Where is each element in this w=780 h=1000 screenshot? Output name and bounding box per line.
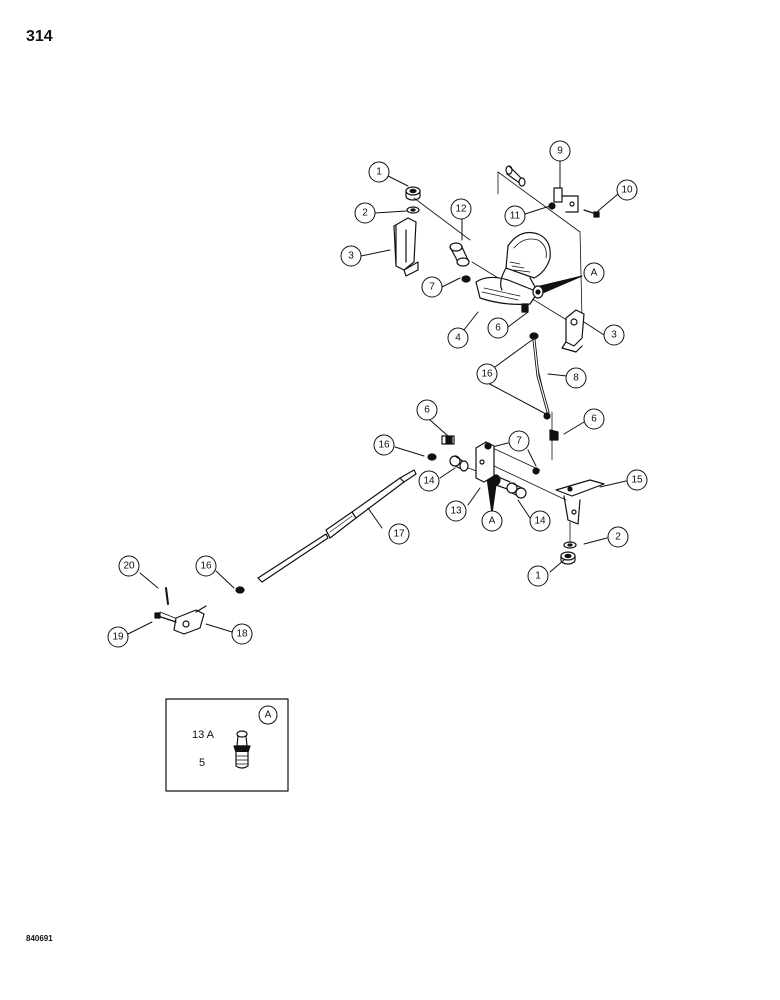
bushing-12	[449, 242, 470, 267]
callout-6: 6	[591, 414, 597, 425]
callout-13: 13	[450, 506, 462, 517]
figure-code: 840691	[26, 934, 53, 943]
callout-circles	[107, 140, 648, 648]
nut-7-lower	[532, 467, 540, 475]
bolt-10	[583, 209, 600, 218]
bracket-left	[393, 217, 419, 277]
callout-16: 16	[378, 440, 390, 451]
inset-quantity: 5	[199, 757, 205, 769]
nut-11	[548, 202, 556, 210]
callout-6: 6	[424, 405, 430, 416]
inset-box	[165, 698, 289, 792]
nut-16-left	[427, 453, 437, 461]
cotter-pin-20	[165, 587, 169, 605]
callout-a: A	[591, 268, 598, 279]
callout-11: 11	[510, 211, 521, 222]
callout-4: 4	[455, 333, 461, 344]
fitting-6-left	[441, 435, 455, 445]
bracket-13	[475, 441, 495, 483]
clevis-9	[553, 187, 579, 213]
nut-16-rod17	[235, 586, 245, 594]
callout-9: 9	[557, 146, 563, 157]
callout-1: 1	[376, 167, 382, 178]
rod-8	[532, 338, 550, 414]
inset-part-label: 13 A	[192, 729, 215, 741]
callout-16: 16	[481, 369, 493, 380]
pin-19	[154, 612, 177, 623]
fitting-6-rod-top	[529, 332, 539, 340]
callout-18: 18	[236, 629, 248, 640]
callout-14: 14	[534, 516, 546, 527]
callout-6: 6	[495, 323, 501, 334]
nut-upper	[405, 186, 421, 201]
nut-lower	[560, 551, 576, 565]
pedal	[475, 231, 551, 305]
bracket-right	[561, 309, 585, 353]
grease-fitting-6-pedal	[521, 303, 529, 313]
callout-7: 7	[516, 436, 522, 447]
bushing-14-left	[449, 455, 469, 472]
fitting-6-rod-end	[549, 429, 559, 441]
callout-3: 3	[348, 251, 354, 262]
nut-7-upper	[461, 275, 471, 283]
callout-7: 7	[429, 282, 435, 293]
inset-marker: A	[265, 710, 272, 721]
callout-15: 15	[631, 475, 643, 486]
washer-upper	[406, 206, 420, 214]
bracket-15	[555, 479, 605, 525]
callout-a: A	[489, 516, 496, 527]
grease-fitting-icon	[233, 730, 251, 769]
callout-16: 16	[200, 561, 212, 572]
callout-1: 1	[535, 571, 541, 582]
clevis-18	[173, 605, 207, 635]
callout-2: 2	[362, 208, 368, 219]
callout-19: 19	[112, 632, 124, 643]
bushing-14-right	[506, 482, 527, 499]
callout-8: 8	[573, 373, 579, 384]
callout-20: 20	[123, 561, 135, 572]
callout-10: 10	[621, 185, 633, 196]
callout-3: 3	[611, 330, 617, 341]
callout-2: 2	[615, 532, 621, 543]
washer-lower	[563, 541, 577, 549]
nut-16-rod	[543, 412, 551, 420]
callout-14: 14	[423, 476, 435, 487]
pin-9	[505, 165, 526, 187]
page-number: 314	[26, 28, 53, 45]
callout-17: 17	[393, 529, 405, 540]
callout-12: 12	[455, 204, 467, 215]
rod-17	[257, 469, 417, 583]
